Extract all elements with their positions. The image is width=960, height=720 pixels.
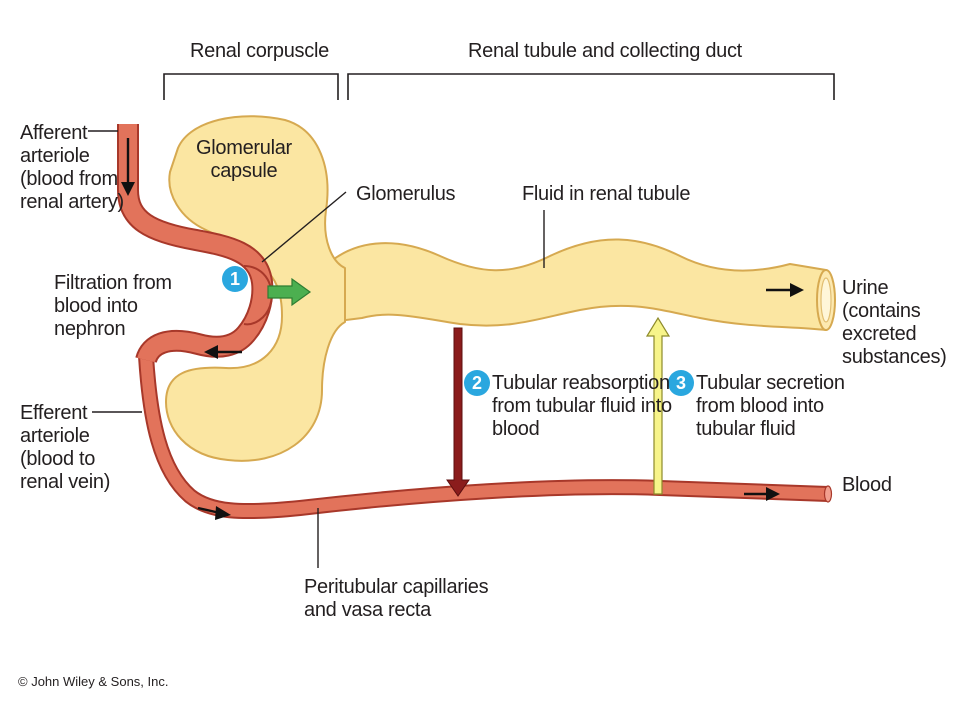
reabsorption-step-badge: 2 [464,370,490,396]
secretion-arrow [645,316,671,495]
renal-corpuscle-bracket-label: Renal corpuscle [190,40,329,62]
renal-corpuscle-bracket [163,73,339,100]
tubular-reabsorption-label: Tubular reabsorption from tubular fluid … [492,372,672,440]
reabsorption-arrow [446,327,470,497]
glomerulus-label: Glomerulus [356,183,456,205]
renal-tubule [329,238,836,331]
peritubular-capillaries-label: Peritubular capillaries and vasa recta [304,576,489,621]
flow-arrows [121,138,804,520]
afferent-efferent-arterioles [117,124,274,364]
filtration-arrow [267,277,312,307]
fluid-in-renal-tubule-label: Fluid in renal tubule [522,183,691,205]
secretion-step-badge: 3 [668,370,694,396]
peritubular-capillary-vessel [138,355,833,520]
leader-lines [88,130,545,568]
renal-tubule-bracket-label: Renal tubule and collecting duct [468,40,742,62]
afferent-arteriole-label: Afferent arteriole (blood from renal art… [20,122,124,213]
glomerular-capsule-label: Glomerular capsule [196,137,292,182]
copyright-notice: © John Wiley & Sons, Inc. [18,674,169,689]
blood-label: Blood [842,474,892,496]
filtration-step-badge: 1 [222,266,248,292]
efferent-arteriole-label: Efferent arteriole (blood to renal vein) [20,402,111,493]
urine-label: Urine (contains excreted substances) [842,277,947,368]
renal-tubule-bracket [347,73,835,100]
filtration-label: Filtration from blood into nephron [54,272,172,340]
tubular-secretion-label: Tubular secretion from blood into tubula… [696,372,845,440]
